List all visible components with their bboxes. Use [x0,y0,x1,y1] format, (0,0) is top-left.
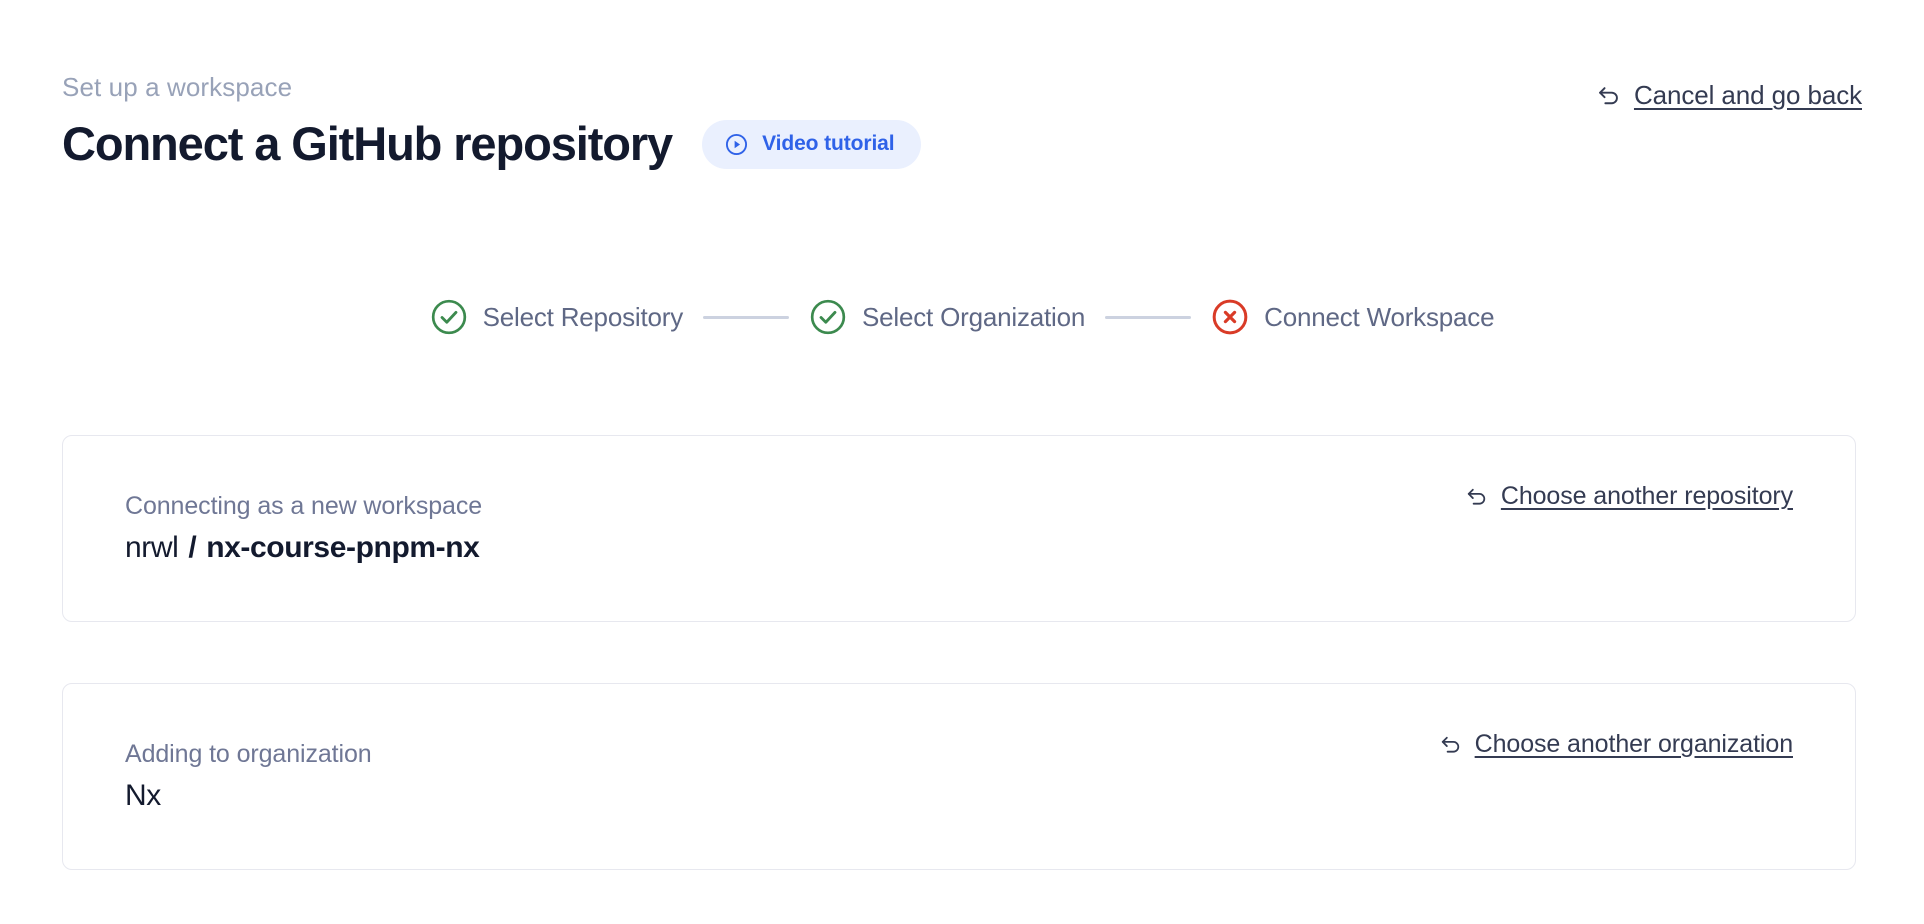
organization-card-inner: Adding to organization Nx Choose another… [63,684,1855,869]
repository-separator: / [188,531,197,564]
check-circle-icon [809,298,847,336]
page-header: Set up a workspace Connect a GitHub repo… [62,72,1862,192]
choose-another-organization-label: Choose another organization [1474,730,1793,758]
step-label-connect-workspace: Connect Workspace [1264,301,1495,332]
progress-stepper: Select Repository Select Organization Co… [0,298,1924,336]
step-label-select-repository: Select Repository [482,301,684,332]
x-circle-icon [1211,298,1249,336]
choose-another-repository-label: Choose another repository [1500,482,1793,510]
organization-name: Nx [125,779,161,812]
repository-name: nx-course-pnpm-nx [206,531,480,564]
step-connector-1 [703,315,790,319]
cancel-and-go-back-label: Cancel and go back [1633,80,1862,110]
repository-card: Connecting as a new workspace nrwl / nx-… [62,435,1856,622]
organization-card-caption: Adding to organization [125,740,372,768]
choose-another-organization-link[interactable]: Choose another organization [1438,730,1793,759]
step-connect-workspace[interactable]: Connect Workspace [1211,298,1495,336]
repository-owner: nrwl [125,531,179,564]
undo-arrow-icon [1438,732,1463,757]
repository-card-text: Connecting as a new workspace nrwl / nx-… [125,492,482,565]
organization-card: Adding to organization Nx Choose another… [62,683,1856,870]
repository-card-value: nrwl / nx-course-pnpm-nx [125,531,482,565]
step-connector-2 [1105,315,1192,319]
undo-arrow-icon [1464,484,1489,509]
cancel-and-go-back-link[interactable]: Cancel and go back [1595,80,1862,111]
step-select-repository[interactable]: Select Repository [430,298,683,336]
play-circle-icon [724,132,749,157]
breadcrumb-eyebrow: Set up a workspace [62,72,293,102]
repository-card-caption: Connecting as a new workspace [125,492,483,520]
check-circle-icon [430,298,468,336]
choose-another-repository-link[interactable]: Choose another repository [1464,482,1793,511]
step-label-select-organization: Select Organization [862,301,1086,332]
video-tutorial-button[interactable]: Video tutorial [702,119,921,169]
step-select-organization[interactable]: Select Organization [809,298,1085,336]
video-tutorial-label: Video tutorial [762,132,895,155]
title-row: Connect a GitHub repository Video tutori… [62,116,1862,172]
repository-card-inner: Connecting as a new workspace nrwl / nx-… [63,436,1855,621]
undo-arrow-icon [1595,82,1622,109]
page-title: Connect a GitHub repository [62,117,673,170]
organization-card-text: Adding to organization Nx [125,740,372,813]
